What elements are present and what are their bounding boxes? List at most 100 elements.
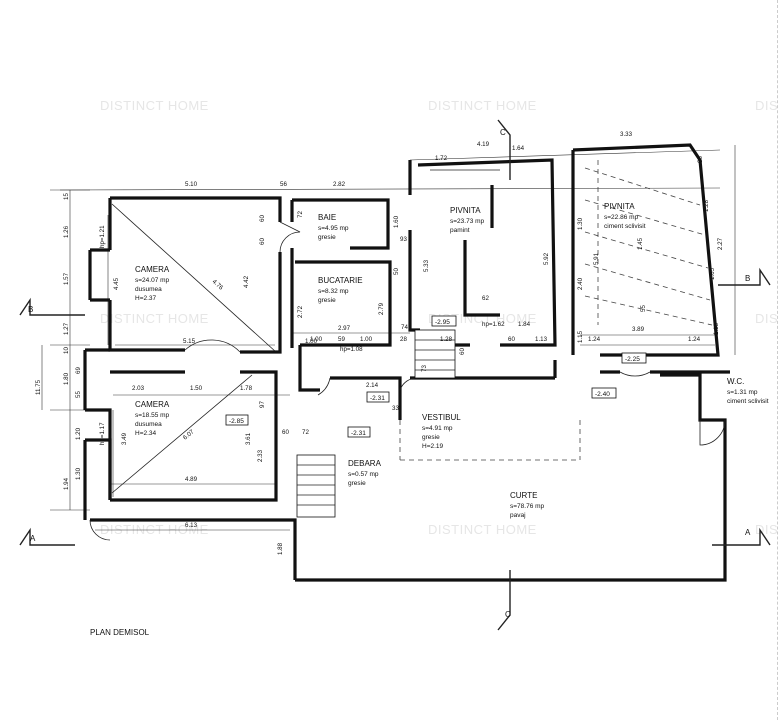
svg-text:5.33: 5.33 xyxy=(423,259,430,272)
svg-text:1.45: 1.45 xyxy=(637,237,644,250)
svg-text:gresie: gresie xyxy=(318,234,336,241)
svg-text:5.92: 5.92 xyxy=(543,252,550,265)
svg-text:1.57: 1.57 xyxy=(63,272,70,285)
level-marker: -2.25 xyxy=(625,356,640,363)
level-marker: -2.40 xyxy=(595,391,610,398)
svg-text:H=2.37: H=2.37 xyxy=(135,295,157,302)
svg-text:4.76: 4.76 xyxy=(211,278,225,292)
room-label-pivnita-2: PIVNITA s=22.86 mp ciment sclivisit xyxy=(604,202,646,230)
svg-text:1.94: 1.94 xyxy=(63,477,70,490)
top-dimensions: 5.10 56 2.82 1.72 4.19 1.64 3.33 xyxy=(185,131,633,188)
svg-text:BAIE: BAIE xyxy=(318,213,336,222)
svg-text:BUCATARIE: BUCATARIE xyxy=(318,276,363,285)
level-markers: -2.85 -2.31 -2.31 -2.95 -2.25 -2.40 xyxy=(225,315,647,438)
section-markers: B B A A C C xyxy=(19,119,771,631)
svg-text:1.15: 1.15 xyxy=(577,330,584,343)
svg-text:4.19: 4.19 xyxy=(477,141,490,148)
svg-text:CURTE: CURTE xyxy=(510,491,537,500)
staircases xyxy=(296,329,456,518)
svg-text:3.49: 3.49 xyxy=(121,432,128,445)
svg-text:50: 50 xyxy=(393,268,400,275)
svg-text:1.26: 1.26 xyxy=(63,225,70,238)
svg-text:5.91: 5.91 xyxy=(593,252,600,265)
section-label-c: C xyxy=(505,610,511,619)
height-notes: hp=1.21 hp=1.17 hp=1.08 hp=1.62 xyxy=(99,225,505,445)
svg-text:1.78: 1.78 xyxy=(240,385,253,392)
svg-text:dusumea: dusumea xyxy=(135,421,162,428)
svg-text:CAMERA: CAMERA xyxy=(135,400,170,409)
svg-text:s=0.57 mp: s=0.57 mp xyxy=(348,471,379,478)
page-fold-line xyxy=(777,0,778,720)
svg-text:1.65: 1.65 xyxy=(709,267,716,280)
svg-text:s=8.32 mp: s=8.32 mp xyxy=(318,288,349,295)
svg-text:s=18.55 mp: s=18.55 mp xyxy=(135,412,170,419)
watermark-text: DISTINCT HOME xyxy=(100,522,209,537)
svg-text:gresie: gresie xyxy=(422,434,440,441)
svg-text:1.13: 1.13 xyxy=(535,336,548,343)
svg-text:VESTIBUL: VESTIBUL xyxy=(422,413,461,422)
svg-text:CAMERA: CAMERA xyxy=(135,265,170,274)
svg-text:2.82: 2.82 xyxy=(333,181,346,188)
svg-text:56: 56 xyxy=(280,181,287,188)
section-label-a: A xyxy=(745,528,751,537)
svg-text:2.27: 2.27 xyxy=(717,237,724,250)
watermark-text: DISTINCT HOME xyxy=(428,522,537,537)
room-label-bucatarie: BUCATARIE s=8.32 mp gresie xyxy=(318,276,363,304)
section-label-b: B xyxy=(28,305,33,314)
svg-text:s=22.86 mp: s=22.86 mp xyxy=(604,214,639,221)
svg-text:6.07: 6.07 xyxy=(182,428,196,441)
room-label-curte: CURTE s=78.76 mp pavaj xyxy=(510,491,545,519)
svg-text:15: 15 xyxy=(63,193,70,200)
svg-text:86: 86 xyxy=(697,156,704,163)
svg-text:1.13: 1.13 xyxy=(713,322,720,335)
section-label-a: A xyxy=(30,534,36,543)
watermark-text: DISTINCT HOME xyxy=(100,98,209,113)
svg-text:2.79: 2.79 xyxy=(378,302,385,315)
svg-text:55: 55 xyxy=(75,391,82,398)
svg-text:gresie: gresie xyxy=(318,297,336,304)
svg-text:s=4.95 mp: s=4.95 mp xyxy=(318,225,349,232)
svg-text:2.72: 2.72 xyxy=(297,305,304,318)
svg-text:2.33: 2.33 xyxy=(257,449,264,462)
svg-text:2.03: 2.03 xyxy=(132,385,145,392)
pivnita-1-dimensions: 5.33 5.92 62 1.28 1.84 60 1.13 73 xyxy=(421,252,550,372)
svg-text:93: 93 xyxy=(400,236,407,243)
svg-text:33: 33 xyxy=(392,405,399,412)
svg-text:gresie: gresie xyxy=(348,480,366,487)
svg-text:H=2.19: H=2.19 xyxy=(422,443,444,450)
middle-dimensions: 72 1.60 93 50 2.72 2.79 2.97 74 1.00 59 … xyxy=(282,211,466,436)
level-marker: -2.95 xyxy=(435,319,450,326)
svg-text:6.13: 6.13 xyxy=(185,522,198,529)
room-label-camera-1: CAMERA s=24.07 mp dusumea H=2.37 xyxy=(135,265,170,302)
svg-text:1.30: 1.30 xyxy=(577,217,584,230)
svg-text:72: 72 xyxy=(302,429,309,436)
svg-text:s=23.73 mp: s=23.73 mp xyxy=(450,218,485,225)
svg-text:5.10: 5.10 xyxy=(185,181,198,188)
svg-text:3.33: 3.33 xyxy=(620,131,633,138)
svg-text:H=2.34: H=2.34 xyxy=(135,430,157,437)
svg-text:1.28: 1.28 xyxy=(703,199,710,212)
room-label-camera-2: CAMERA s=18.55 mp dusumea H=2.34 xyxy=(135,400,170,437)
svg-text:62: 62 xyxy=(482,295,489,302)
svg-text:60: 60 xyxy=(259,238,266,245)
watermark-text-partial: DIS xyxy=(755,522,778,537)
room-label-wc: W.C. s=1.31 mp ciment sclivisit xyxy=(727,377,769,405)
svg-text:1.20: 1.20 xyxy=(75,427,82,440)
svg-text:1.30: 1.30 xyxy=(75,467,82,480)
svg-text:s=24.07 mp: s=24.07 mp xyxy=(135,277,170,284)
watermark-text-partial: DIS xyxy=(755,98,778,113)
svg-text:97: 97 xyxy=(259,401,266,408)
svg-text:hp=1.17: hp=1.17 xyxy=(99,422,106,445)
svg-text:60: 60 xyxy=(282,429,289,436)
svg-text:dusumea: dusumea xyxy=(135,286,162,293)
svg-text:DEBARA: DEBARA xyxy=(348,459,382,468)
room-labels: CAMERA s=24.07 mp dusumea H=2.37 CAMERA … xyxy=(135,202,769,519)
svg-text:ciment sclivisit: ciment sclivisit xyxy=(727,398,769,405)
svg-text:1.24: 1.24 xyxy=(588,336,601,343)
svg-text:60: 60 xyxy=(259,215,266,222)
svg-text:2.14: 2.14 xyxy=(366,382,379,389)
svg-text:1.84: 1.84 xyxy=(518,321,531,328)
level-marker: -2.85 xyxy=(229,418,244,425)
watermark-text: DISTINCT HOME xyxy=(428,98,537,113)
svg-text:1.27: 1.27 xyxy=(63,322,70,335)
